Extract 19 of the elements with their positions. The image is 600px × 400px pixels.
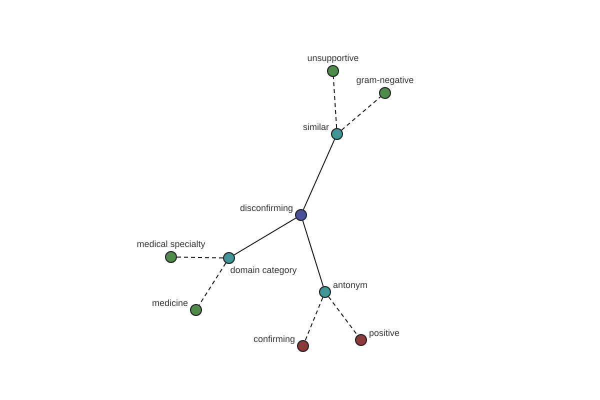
- connector-line: [198, 262, 226, 306]
- node-label: gram-negative: [356, 75, 414, 86]
- connector-line: [341, 96, 381, 131]
- connector-line: [234, 218, 296, 256]
- connector-line: [328, 296, 358, 336]
- connector-line: [302, 220, 324, 287]
- node-label: confirming: [253, 334, 295, 345]
- node-label: disconfirming: [240, 202, 293, 214]
- node-label: antonym: [333, 280, 368, 291]
- node-label: domain category: [230, 265, 297, 276]
- node-label: medical specialty: [136, 239, 206, 250]
- connector-line: [304, 297, 324, 341]
- connector-line: [302, 138, 336, 210]
- node-label: similar: [303, 122, 329, 133]
- node-label: positive: [369, 328, 400, 339]
- node-label: unsupportive: [307, 53, 359, 64]
- node-label: medicine: [152, 298, 188, 309]
- connector-line: [332, 76, 338, 128]
- connector-line: [176, 256, 224, 258]
